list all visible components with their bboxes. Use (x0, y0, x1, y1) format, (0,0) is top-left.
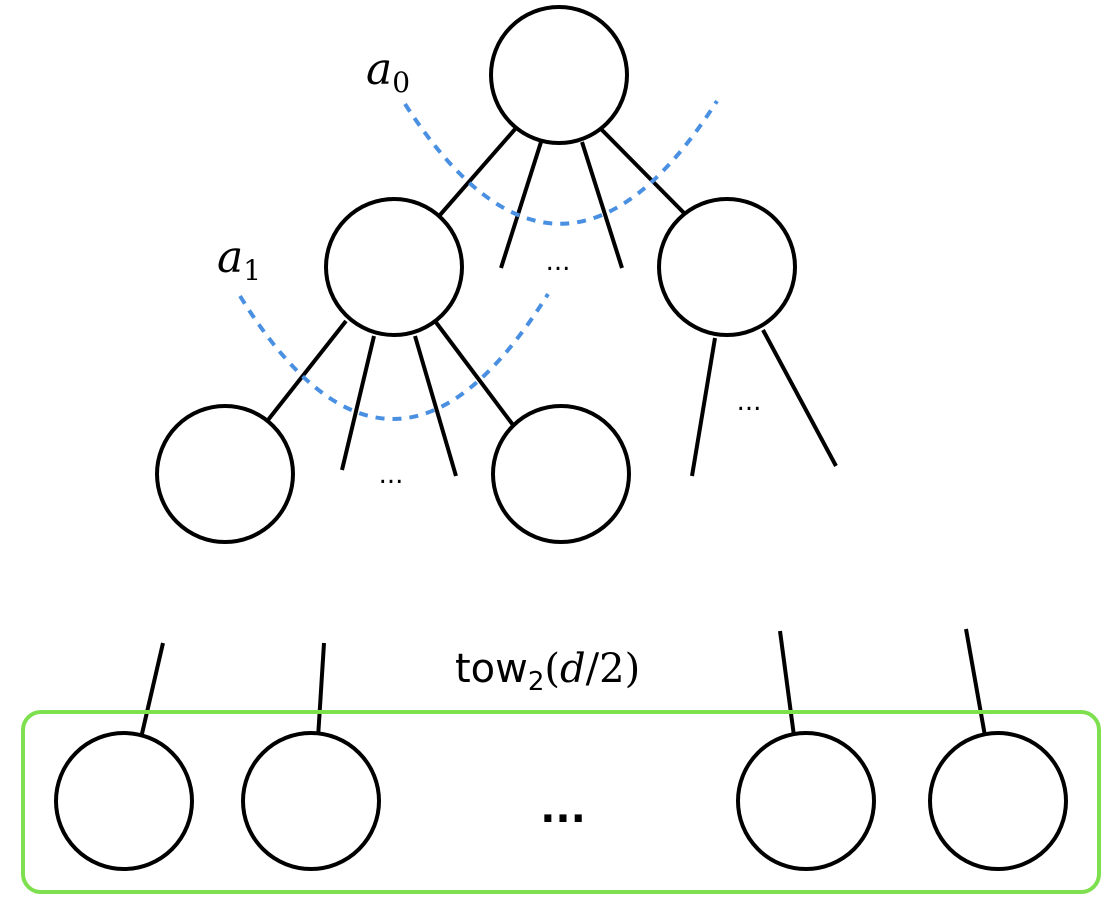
edge-left-middle-1 (340, 335, 376, 471)
edge-right-down-1 (690, 337, 717, 477)
leaf-node-2 (241, 731, 381, 871)
level2-left-node (155, 404, 295, 544)
ellipsis-right-children: ... (737, 387, 762, 417)
edge-left-to-rightmost (433, 319, 515, 427)
leaf-nodes (54, 731, 1068, 871)
ellipsis-root-children: ... (546, 247, 571, 277)
edge-root-middle-1 (499, 141, 543, 269)
edge-bottom-3 (778, 630, 796, 737)
arc-a1 (238, 292, 550, 421)
leaf-node-3 (736, 731, 876, 871)
tree-edges (139, 126, 987, 739)
label-a1: a1 (217, 232, 261, 287)
tower-label: tow2(d/2) (455, 646, 640, 697)
root-node (489, 5, 629, 145)
level1-left-node (324, 197, 464, 337)
leaf-group-box (21, 710, 1101, 894)
edge-left-middle-2 (413, 335, 458, 477)
arc-a0 (403, 99, 719, 226)
label-a0: a0 (366, 44, 410, 99)
ellipsis-left-children: ... (379, 460, 404, 490)
edge-left-to-leftmost (266, 319, 348, 422)
level2-right-node (491, 404, 631, 544)
ellipsis-bottom-row: ... (540, 786, 586, 832)
edge-root-middle-2 (580, 141, 624, 269)
tree-nodes (155, 5, 797, 544)
level1-right-node (657, 197, 797, 337)
leaf-node-1 (54, 731, 194, 871)
edge-root-to-right-child (598, 126, 687, 216)
edge-right-down-2 (761, 329, 838, 467)
edge-bottom-1 (139, 642, 165, 739)
edge-bottom-2 (316, 642, 326, 739)
edge-root-to-left-child (438, 126, 518, 217)
edge-bottom-4 (964, 628, 987, 737)
leaf-node-4 (928, 731, 1068, 871)
